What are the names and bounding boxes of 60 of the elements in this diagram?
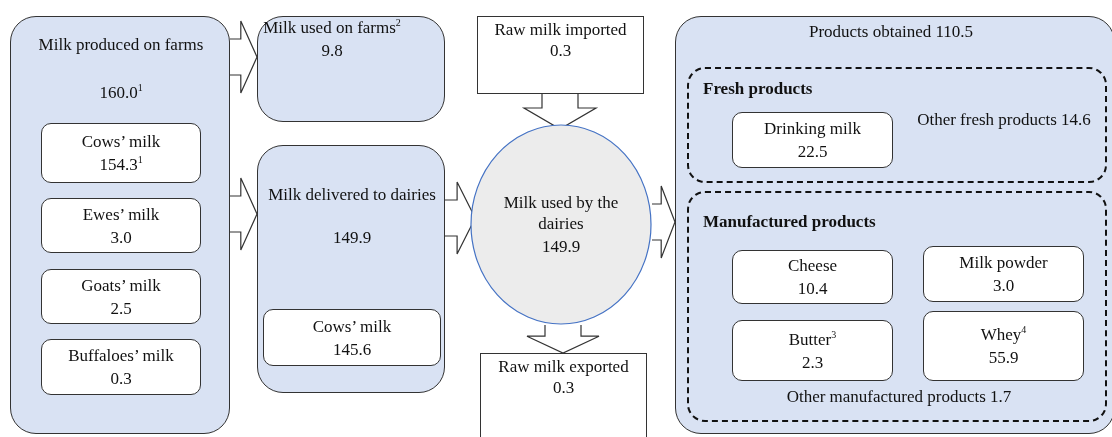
node-title: Milk produced on farms [37,34,205,55]
source-box [263,309,441,366]
node-title: Buffaloes’ milk [68,345,174,366]
process-box [257,145,445,393]
node-value: 55.9 [988,347,1019,368]
category-group-box [687,191,1107,422]
node-title: Goats’ milk [81,274,161,296]
node-title: Raw milk imported [494,19,627,40]
product-box [732,250,893,304]
node-title: Cows’ milk [312,315,392,337]
node-value: 149.9 [331,227,373,248]
node-value: 145.6 [332,338,372,360]
category-heading: Manufactured products [703,211,877,232]
node-value: 22.5 [797,141,828,162]
node-title: Butter$^{3}$ [788,328,837,350]
node-title: Products obtained 110.5 [807,21,975,42]
node-title: Cows’ milk [81,131,161,152]
node-title: Milk delivered to dairies [267,184,437,205]
input-box [477,16,644,94]
node-title: Whey$^{4}$ [980,324,1027,345]
block-arrow [229,20,258,94]
node-value: 2.5 [110,297,132,319]
node-title: Milk powder [959,252,1048,273]
node-value: 9.8 [320,40,344,61]
product-box [923,246,1084,302]
node-value: 3.0 [992,275,1015,296]
node-title: Raw milk exported [498,356,629,377]
source-box [41,339,201,395]
category-heading: Fresh products [703,78,814,99]
process-box [257,16,445,122]
source-box [41,269,201,324]
block-arrow [526,324,600,354]
node-title: Ewes’ milk [82,203,160,225]
process-group-box [10,16,230,434]
product-group-box [675,16,1112,434]
block-arrow [651,185,676,259]
block-arrow [229,177,258,251]
node-title: Milk used by the dairies [502,192,620,234]
source-box [41,123,201,183]
node-value: 3.0 [110,226,132,248]
product-label: Other manufactured products 1.7 [785,386,1013,407]
node-title: Milk used on farms$^{2}$ [262,17,402,38]
output-box [480,353,647,437]
node-value: 0.3 [552,377,575,398]
node-title: Drinking milk [764,118,861,139]
process-circle [470,124,652,325]
product-box [923,311,1084,381]
node-value: 10.4 [797,278,828,299]
node-value: 154.3$^{1}$ [99,154,143,175]
node-value: 149.9 [541,236,581,257]
product-label: Other fresh products 14.6 [916,109,1092,130]
node-value: 2.3 [801,351,824,373]
product-box [732,112,893,168]
product-box [732,320,893,381]
node-title: Cheese [787,255,838,276]
category-group-box [687,67,1107,183]
node-value: 160.0$^{1}$ [98,82,144,103]
node-value: 0.3 [110,368,132,389]
node-value: 0.3 [549,40,572,61]
source-box [41,198,201,253]
